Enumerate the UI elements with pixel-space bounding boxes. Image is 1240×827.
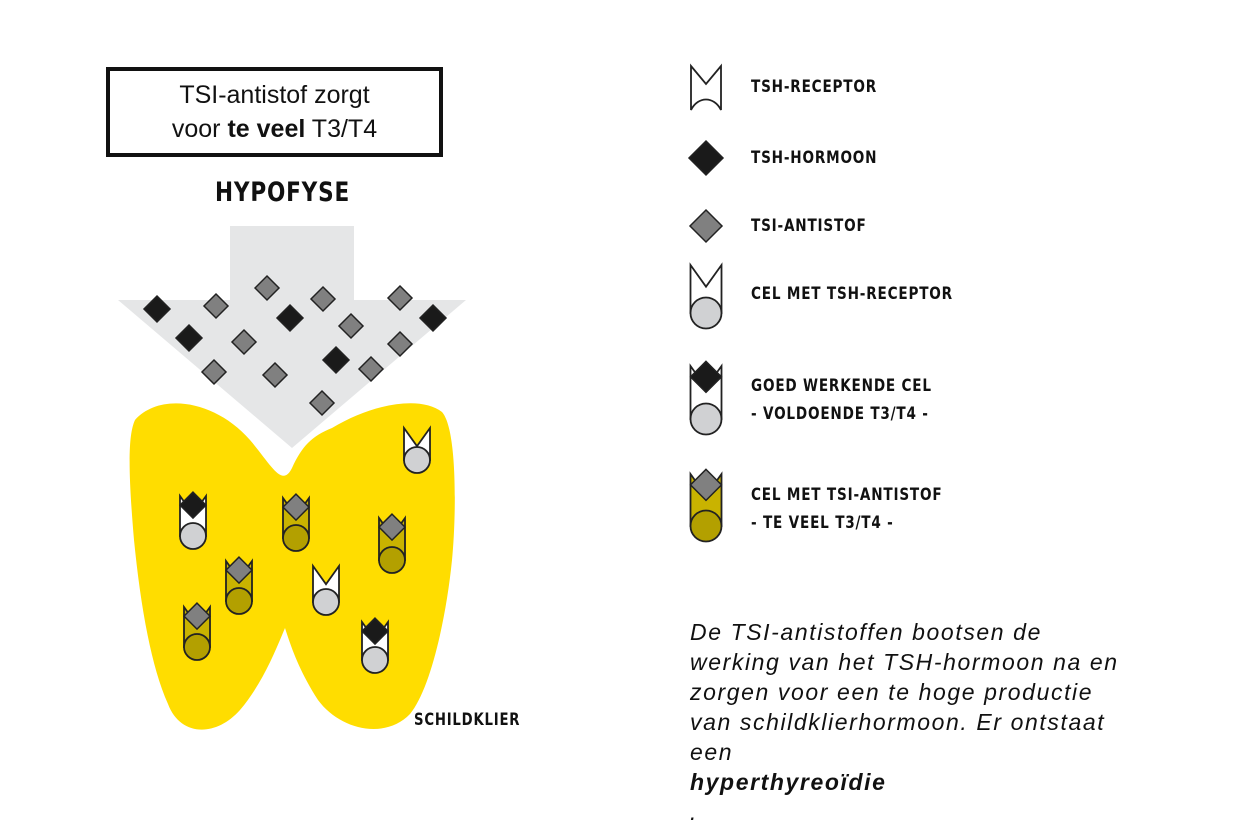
legend-label-tsi-antibody: TSI-ANTISTOF: [751, 212, 867, 240]
legend-tsh-hormone-icon: [689, 141, 723, 175]
callout-box: TSI-antistof zorgt voor te veel T3/T4: [106, 67, 443, 157]
legend-cell-receptor-icon: [691, 265, 722, 329]
hypofyse-label: HYPOFYSE: [215, 177, 335, 208]
explanation-emphasis: hyperthyreoïdie: [690, 769, 887, 795]
legend-symbols-layer: [689, 66, 723, 542]
legend-receptor-icon: [691, 66, 721, 110]
tsi-cell: [226, 557, 252, 614]
explanation-text: De TSI-antistoffen bootsen de werking va…: [690, 617, 1210, 827]
legend-label-cell-receptor: CEL MET TSH-RECEPTOR: [751, 280, 953, 308]
working-cell: [362, 618, 388, 673]
legend-working-cell-icon: [691, 361, 722, 434]
tsi-cell: [379, 514, 405, 573]
schildklier-label: SCHILDKLIER: [414, 710, 520, 730]
callout-line-2: voor te veel T3/T4: [172, 112, 377, 146]
callout-emphasis: te veel: [227, 115, 305, 143]
callout-line-1: TSI-antistof zorgt: [179, 78, 369, 112]
tsi-cell: [184, 603, 210, 660]
legend-tsi-cell-icon: [691, 469, 722, 541]
legend-tsi-antibody-icon: [690, 210, 722, 242]
legend-label-tsh-receptor: TSH-RECEPTOR: [751, 73, 877, 101]
legend-label-working-cell: GOED WERKENDE CEL- VOLDOENDE T3/T4 -: [751, 372, 932, 428]
legend-label-tsi-cell: CEL MET TSI-ANTISTOF- TE VEEL T3/T4 -: [751, 481, 942, 537]
legend-label-tsh-hormone: TSH-HORMOON: [751, 144, 877, 172]
tsi-cell: [283, 494, 309, 551]
working-cell: [180, 492, 206, 549]
